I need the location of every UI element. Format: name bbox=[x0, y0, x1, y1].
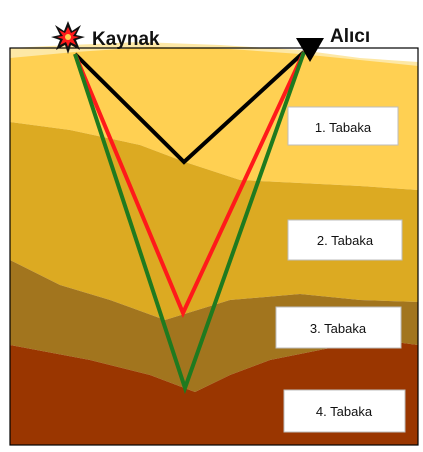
source-label: Kaynak bbox=[92, 29, 160, 50]
layer-3-label: 3. Tabaka bbox=[275, 306, 402, 349]
layer-4-label: 4. Tabaka bbox=[283, 389, 406, 433]
ray-layer-2 bbox=[73, 51, 306, 318]
ray-layer-1 bbox=[73, 50, 306, 165]
layer-4-label-text: 4. Tabaka bbox=[316, 404, 373, 419]
diagram-frame bbox=[9, 47, 419, 446]
ray-layer-3 bbox=[73, 51, 306, 395]
layer-3 bbox=[10, 260, 418, 392]
layer-3-label-text: 3. Tabaka bbox=[310, 321, 367, 336]
layer-1-label: 1. Tabaka bbox=[287, 106, 399, 146]
layer-2-label: 2. Tabaka bbox=[287, 219, 403, 261]
layer-1-label-text: 1. Tabaka bbox=[315, 120, 372, 135]
layer-1 bbox=[10, 47, 418, 190]
triangle-down-icon bbox=[296, 38, 324, 62]
receiver-label: Alıcı bbox=[330, 26, 370, 47]
layer-2-label-text: 2. Tabaka bbox=[317, 233, 374, 248]
explosion-icon bbox=[51, 21, 85, 54]
